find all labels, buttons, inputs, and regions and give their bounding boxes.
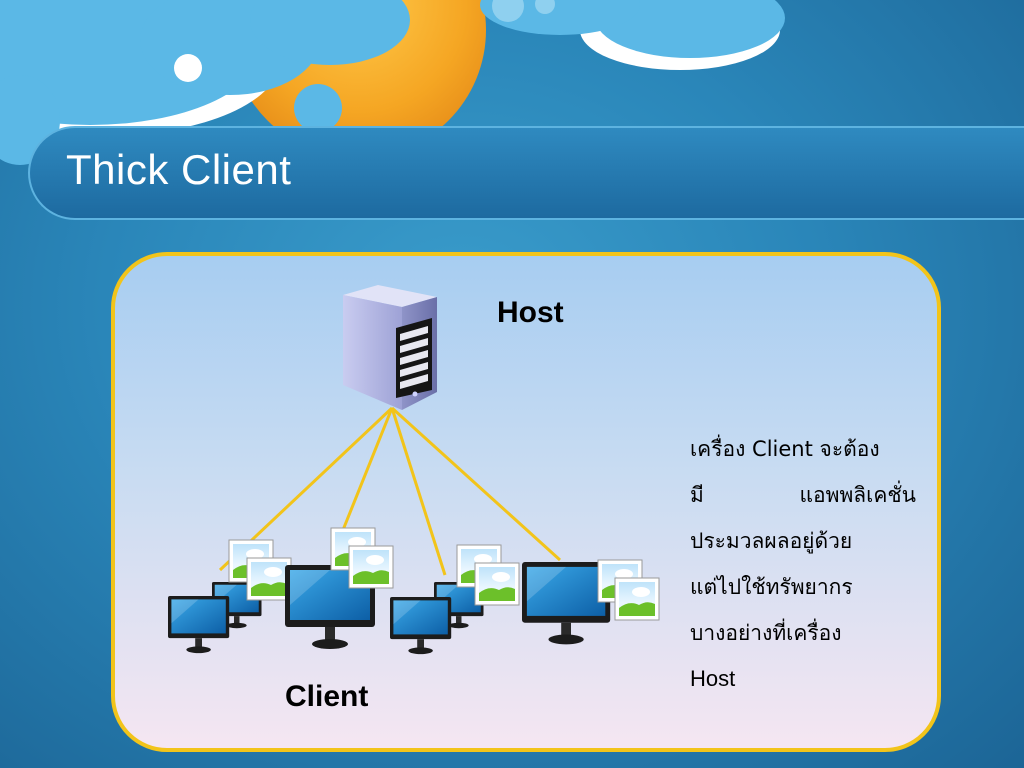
link-line xyxy=(390,406,562,562)
client-group-3 xyxy=(390,544,520,655)
client-group-2 xyxy=(285,527,394,649)
description-text: เครื่อง Client จะต้อง มี แอพพลิเคชั่น ปร… xyxy=(690,426,916,702)
client-label: Client xyxy=(285,680,369,713)
description-line: บางอย่างที่เครื่อง xyxy=(690,621,842,645)
link-line xyxy=(390,407,447,576)
monitor-icon xyxy=(522,562,611,645)
cloud-left-icon xyxy=(0,0,410,165)
server-icon xyxy=(343,285,437,410)
monitor-icon xyxy=(390,597,452,655)
description-line: มี แอพพลิเคชั่น xyxy=(690,483,916,507)
description-line: ประมวลผลอยู่ด้วย xyxy=(690,529,853,553)
diagram-panel xyxy=(111,252,941,752)
picture-icon xyxy=(614,577,660,621)
sky-decoration xyxy=(0,0,785,165)
cloud-right-icon xyxy=(480,0,785,70)
description-line: Host xyxy=(690,666,736,691)
slide-title: Thick Client xyxy=(66,146,292,193)
picture-icon xyxy=(246,557,292,601)
picture-icon xyxy=(348,545,394,589)
client-group-1 xyxy=(168,539,292,654)
host-label: Host xyxy=(497,296,564,329)
link-line xyxy=(341,407,394,531)
picture-icon xyxy=(474,562,520,606)
description-line: แต่ไปใช้ทรัพยากร xyxy=(690,575,853,599)
description-line: เครื่อง Client จะต้อง xyxy=(690,437,880,461)
monitor-icon xyxy=(168,596,230,654)
title-bar xyxy=(28,126,1024,220)
client-group-4 xyxy=(522,559,660,645)
cloud-puff-icon xyxy=(294,84,342,132)
